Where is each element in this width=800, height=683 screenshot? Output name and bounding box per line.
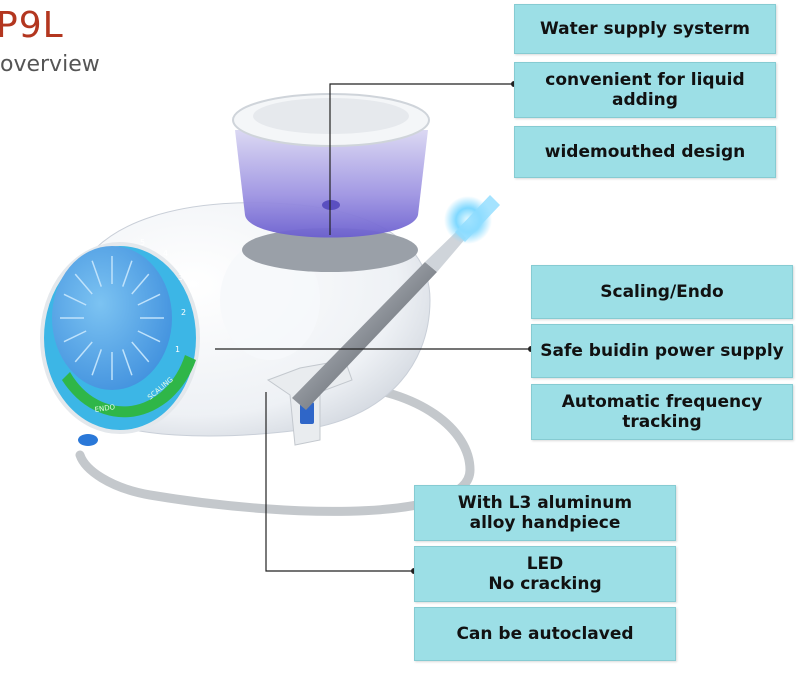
- dial-number-5: 5: [140, 238, 145, 247]
- dial-number-2: 2: [181, 308, 186, 317]
- handpiece: [292, 262, 437, 410]
- callout-aluminum-handpiece: With L3 aluminum alloy handpiece: [414, 485, 676, 541]
- dial-tick: [91, 349, 102, 376]
- callout-liquid-adding: convenient for liquid adding: [514, 62, 776, 118]
- cable: [75, 380, 475, 516]
- dial-tick: [137, 293, 161, 306]
- callout-autoclave: Can be autoclaved: [414, 607, 676, 661]
- page-subtitle: overview: [0, 52, 100, 77]
- leader-line-handpiece: [265, 392, 414, 572]
- dial-tick: [131, 341, 150, 363]
- reservoir-valve: [322, 200, 340, 210]
- dial-number-1: 1: [175, 345, 180, 354]
- dial-tick: [122, 349, 133, 376]
- mode-band: [62, 355, 196, 418]
- dial-tick: [122, 260, 133, 287]
- callout-led: LED No cracking: [414, 546, 676, 602]
- reservoir-bowl: [235, 130, 428, 238]
- led-beam: [455, 195, 500, 242]
- dial-tick: [63, 330, 87, 343]
- callout-widemouthed: widemouthed design: [514, 126, 776, 178]
- dial-ticks: [60, 256, 164, 380]
- dial-tick: [137, 330, 161, 343]
- dial-tick: [74, 341, 93, 363]
- dial-tick: [131, 273, 150, 295]
- power-indicator: [78, 434, 98, 446]
- dial-tick: [63, 293, 87, 306]
- callout-power-supply: Safe buidin power supply: [531, 324, 793, 378]
- dial-number-4: 4: [163, 249, 168, 258]
- brand-title: P9L: [0, 5, 64, 46]
- callout-water-supply: Water supply systerm: [514, 4, 776, 54]
- dial-number-3: 3: [178, 273, 183, 282]
- callout-scaling-endo: Scaling/Endo: [531, 265, 793, 319]
- dial-tick: [74, 273, 93, 295]
- reservoir-base: [242, 228, 418, 272]
- dial-mode-label-endo: ENDO: [94, 403, 116, 414]
- callout-frequency-tracking: Automatic frequency tracking: [531, 384, 793, 440]
- reservoir-lid: [253, 98, 409, 134]
- leader-line-water: [329, 83, 514, 235]
- dial-tick: [91, 260, 102, 287]
